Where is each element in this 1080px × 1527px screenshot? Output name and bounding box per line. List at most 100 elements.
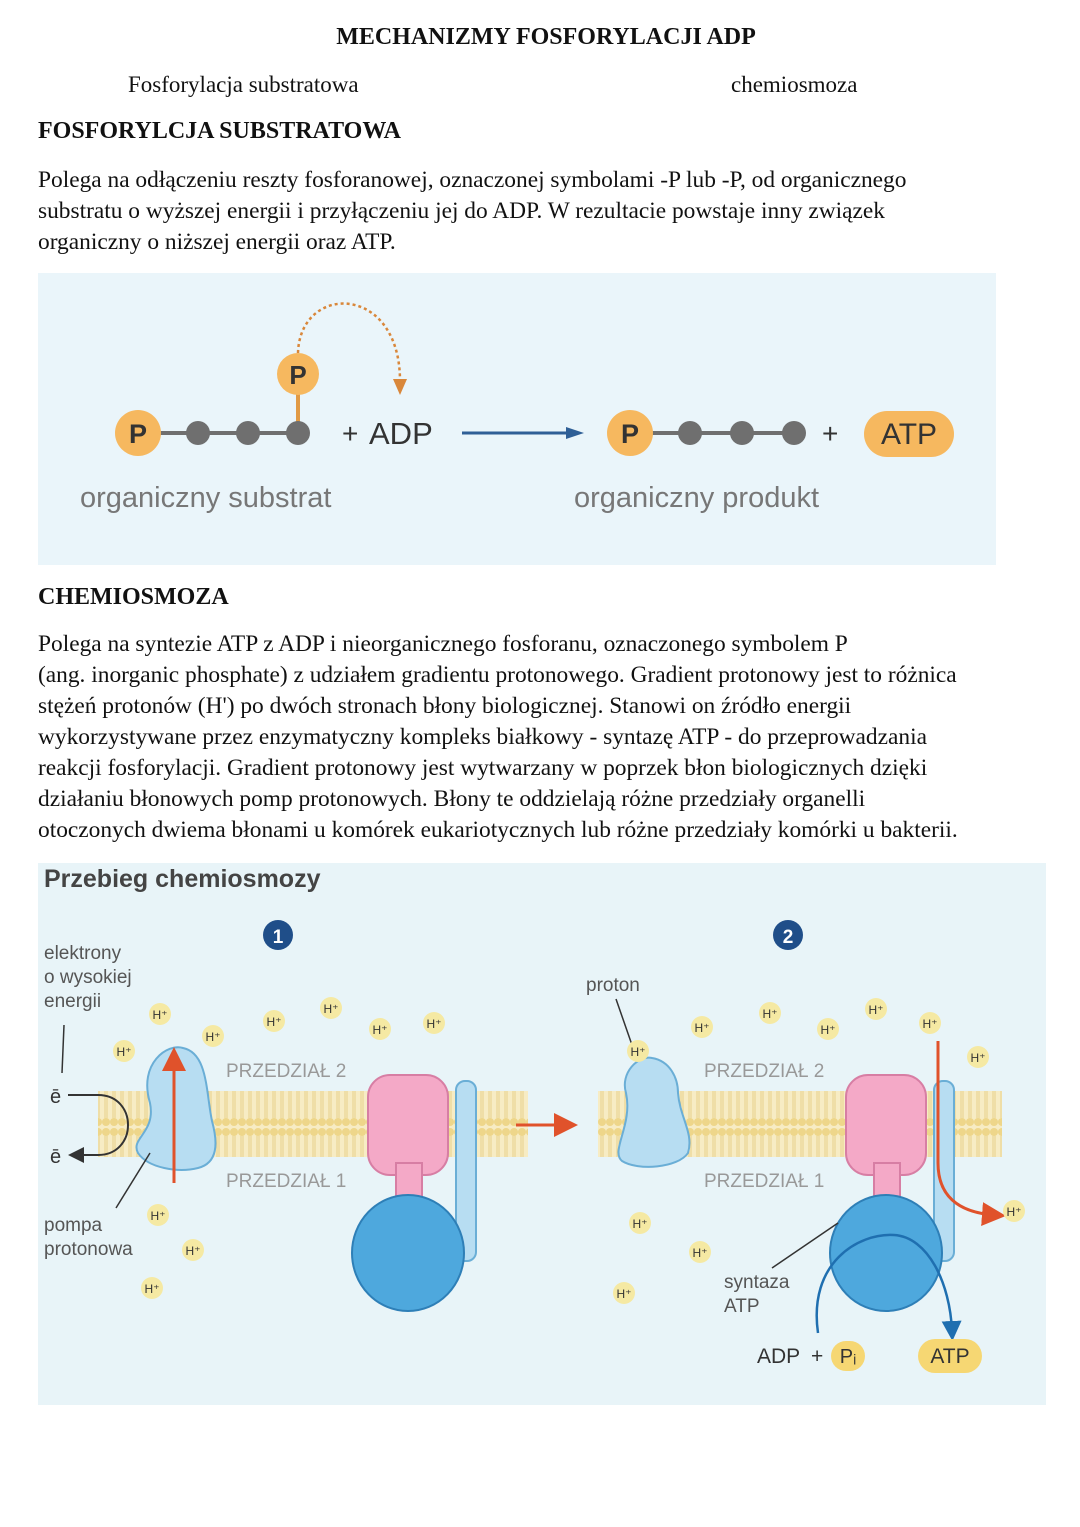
- diagram-background: [38, 273, 996, 565]
- pump-label-line: pompa: [44, 1215, 103, 1236]
- svg-text:H⁺: H⁺: [869, 1003, 884, 1017]
- synthase-rotor-right: [845, 1074, 927, 1176]
- atp-pill: [864, 411, 954, 457]
- svg-text:H⁺: H⁺: [695, 1021, 710, 1035]
- subheading-substrate: Fosforylacja substratowa: [128, 72, 359, 97]
- atp-pill: [918, 1339, 982, 1373]
- step-number-1: 1: [273, 927, 284, 948]
- synthase-pointer: [771, 1222, 839, 1269]
- svg-text:H⁺: H⁺: [763, 1007, 778, 1021]
- proton-pump-right: [617, 1056, 691, 1168]
- svg-text:H⁺: H⁺: [821, 1023, 836, 1037]
- step-badge-2: [773, 920, 803, 950]
- step-number-2: 2: [783, 927, 794, 948]
- plus-sign: +: [342, 418, 358, 449]
- plus-sign: +: [811, 1345, 823, 1368]
- carbon-dot: [782, 421, 806, 445]
- svg-text:H⁺: H⁺: [117, 1045, 132, 1059]
- synthase-head-right: [829, 1194, 943, 1312]
- electron-path-arrow: [68, 1094, 129, 1163]
- atp-label: ATP: [881, 418, 937, 451]
- step-badge-1: [263, 920, 293, 950]
- phosphate-circle: [607, 410, 653, 456]
- compartment-1-label: PRZEDZIAŁ 1: [226, 1171, 346, 1192]
- transferred-phosphate-circle: [277, 353, 319, 395]
- electrons-pointer: [61, 1024, 65, 1074]
- svg-text:H⁺: H⁺: [151, 1209, 166, 1223]
- svg-text:H⁺: H⁺: [373, 1023, 388, 1037]
- svg-text:H⁺: H⁺: [971, 1051, 986, 1065]
- compartment-2-label: PRZEDZIAŁ 2: [704, 1061, 824, 1082]
- phosphate-circle: [115, 410, 161, 456]
- electrons-label-line: o wysokiej: [44, 967, 132, 988]
- transfer-arrowhead: [393, 379, 407, 395]
- paragraph-line: stężeń protonów (H') po dwóch stronach b…: [38, 693, 852, 719]
- svg-text:H⁺: H⁺: [693, 1246, 708, 1260]
- synthase-label-line: ATP: [724, 1296, 760, 1317]
- synthase-label-line: syntaza: [724, 1272, 790, 1293]
- adp-label: ADP: [757, 1345, 800, 1368]
- section-heading-substrate: FOSFORYLCJA SUBSTRATOWA: [38, 118, 402, 144]
- carbon-dot: [678, 421, 702, 445]
- paragraph-line: reakcji fosforylacji. Gradient protonowy…: [38, 755, 928, 781]
- proton-pointer: [615, 998, 633, 1046]
- svg-text:H⁺: H⁺: [267, 1015, 282, 1029]
- protons-right: H⁺ H⁺ H⁺ H⁺ H⁺ H⁺ H⁺ H⁺ H⁺ H⁺ H⁺: [613, 998, 1025, 1304]
- electron-symbol: ē: [50, 1146, 61, 1168]
- carbon-dot: [730, 421, 754, 445]
- proton-label: proton: [586, 975, 640, 996]
- svg-text:H⁺: H⁺: [206, 1030, 221, 1044]
- carbon-dot: [186, 421, 210, 445]
- rotation-arrow: [815, 1233, 962, 1341]
- synthase-head-left: [351, 1194, 465, 1312]
- paragraph-line: Polega na syntezie ATP z ADP i nieorgani…: [38, 631, 848, 657]
- product-caption: organiczny produkt: [574, 482, 819, 514]
- substrate-phosphorylation-diagram: P P + ADP P + ATP organiczny substrat or…: [38, 273, 996, 565]
- synthase-stator-left: [455, 1080, 477, 1262]
- section-heading-chemiosmosis: CHEMIOSMOZA: [38, 584, 229, 610]
- paragraph-substrate: Polega na odłączeniu reszty fosforanowej…: [38, 165, 1048, 258]
- phosphate-label: P: [621, 419, 639, 449]
- svg-text:H⁺: H⁺: [153, 1008, 168, 1022]
- transferred-phosphate-label: P: [289, 360, 306, 390]
- svg-text:H⁺: H⁺: [923, 1017, 938, 1031]
- paragraph-line: (ang. inorganic phosphate) z udziałem gr…: [38, 662, 957, 688]
- electron-symbol: ē: [50, 1086, 61, 1108]
- paragraph-line: substratu o wyższej energii i przyłączen…: [38, 198, 885, 224]
- svg-text:H⁺: H⁺: [1007, 1205, 1022, 1219]
- page-title: MECHANIZMY FOSFORYLACJI ADP: [336, 24, 756, 50]
- protons-left: H⁺ H⁺ H⁺ H⁺ H⁺ H⁺ H⁺ H⁺ H⁺ H⁺: [113, 997, 445, 1299]
- paragraph-line: Polega na odłączeniu reszty fosforanowej…: [38, 167, 907, 193]
- proton-flow-through-synthase: [936, 1041, 1006, 1227]
- reaction-arrowhead: [566, 427, 584, 439]
- svg-text:H⁺: H⁺: [427, 1017, 442, 1031]
- carbon-dot: [236, 421, 260, 445]
- chemiosmosis-diagram: Przebieg chemiosmozy 1 2 elektrony o wys…: [38, 863, 1046, 1405]
- svg-text:H⁺: H⁺: [145, 1282, 160, 1296]
- pi-label: Pᵢ: [840, 1346, 856, 1368]
- pump-pointer: [115, 1152, 151, 1209]
- phosphate-label: P: [129, 419, 147, 449]
- compartment-2-label: PRZEDZIAŁ 2: [226, 1061, 346, 1082]
- svg-text:H⁺: H⁺: [617, 1287, 632, 1301]
- carbon-dot: [286, 421, 310, 445]
- substrate-caption: organiczny substrat: [80, 482, 331, 514]
- paragraph-line: otoczonych dwiema błonami u komórek euka…: [38, 817, 958, 843]
- paragraph-chemiosmosis: Polega na syntezie ATP z ADP i nieorgani…: [38, 629, 1048, 846]
- subheading-chemiosmosis: chemiosmoza: [731, 72, 858, 97]
- paragraph-line: organiczny o niższej energii oraz ATP.: [38, 229, 396, 255]
- atp-label: ATP: [930, 1345, 969, 1368]
- svg-text:H⁺: H⁺: [186, 1244, 201, 1258]
- diagram-title: Przebieg chemiosmozy: [44, 865, 321, 893]
- electrons-label-line: elektrony: [44, 943, 122, 964]
- plus-sign: +: [822, 418, 838, 449]
- svg-text:H⁺: H⁺: [631, 1045, 646, 1059]
- phosphate-pill: [831, 1341, 865, 1371]
- adp-label: ADP: [369, 416, 433, 451]
- synthase-rotor-left: [367, 1074, 449, 1176]
- svg-text:H⁺: H⁺: [324, 1002, 339, 1016]
- paragraph-line: działaniu błonowych pomp protonowych. Bł…: [38, 786, 866, 812]
- electrons-label-line: energii: [44, 991, 101, 1012]
- paragraph-line: wykorzystywane przez enzymatyczny komple…: [38, 724, 927, 750]
- pump-label-line: protonowa: [44, 1239, 133, 1260]
